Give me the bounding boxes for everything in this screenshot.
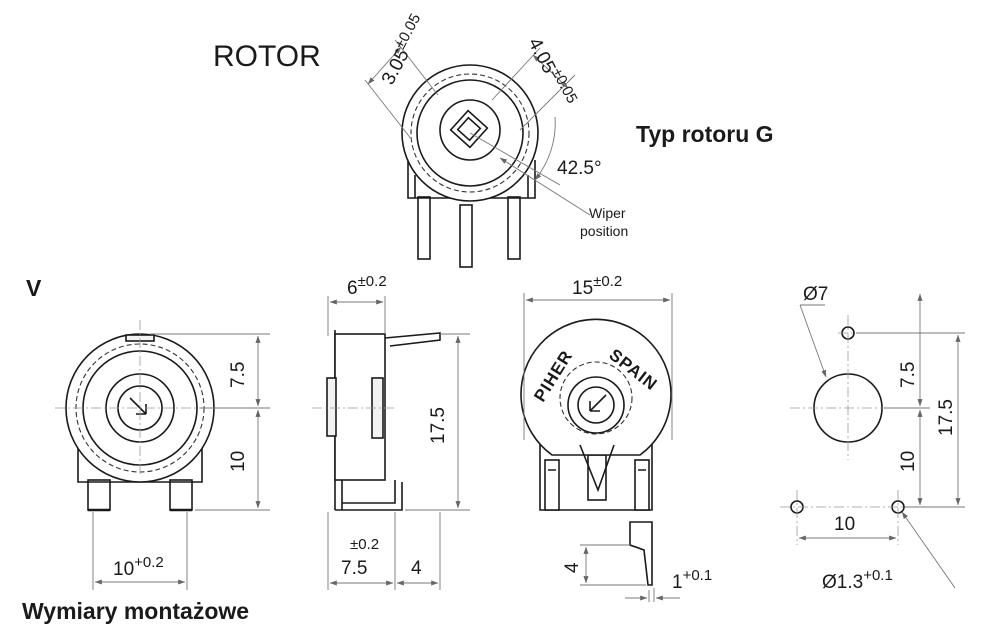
side-view: 6±0.2 17.5 ±0.2 7.5 4 bbox=[312, 273, 470, 590]
front-dim-upper: 7.5 bbox=[228, 362, 249, 388]
rotor-pin-right bbox=[507, 196, 521, 260]
side-dim-bottom-left: 7.5 bbox=[341, 558, 367, 579]
hole-dim-upper: 7.5 bbox=[898, 362, 919, 388]
front-pin-left bbox=[87, 479, 111, 511]
brand-dim-pin-width: 1+0.1 bbox=[672, 567, 712, 593]
rotor-pin-left bbox=[417, 196, 431, 260]
hole-pattern-view: Ø7 7.5 10 17.5 10 Ø1.3+0.1 bbox=[780, 284, 965, 593]
hole-dim-diameter: Ø7 bbox=[803, 284, 828, 305]
brand-view: PIHER SPAIN 15±0.2 4 1+0.1 bbox=[520, 273, 712, 602]
front-dim-pitch: 10+0.2 bbox=[113, 554, 164, 580]
brand-pin-detail bbox=[629, 521, 653, 586]
rotor-hub bbox=[439, 99, 501, 161]
rotor-pin-middle bbox=[459, 204, 473, 268]
side-dim-height: 17.5 bbox=[428, 407, 449, 444]
rotor-type-label: Typ rotoru G bbox=[636, 121, 774, 147]
hole-dim-total: 17.5 bbox=[936, 399, 957, 436]
hole-dim-hole-size: Ø1.3+0.1 bbox=[822, 567, 893, 593]
rotor-title: ROTOR bbox=[213, 40, 321, 73]
rotor-detail-view: 3.05±0.05 4.05±0.05 42.5° Wiper position bbox=[364, 11, 628, 268]
hole-dim-lower: 10 bbox=[898, 451, 919, 472]
side-dim-bottom-right: 4 bbox=[411, 558, 422, 579]
brand-hub bbox=[567, 376, 625, 434]
rotor-angle: 42.5° bbox=[557, 158, 602, 179]
brand-dim-width: 15±0.2 bbox=[572, 273, 622, 299]
brand-dim-pin-height: 4 bbox=[562, 562, 583, 573]
front-dim-lower: 10 bbox=[228, 451, 249, 472]
brand-arrow-icon bbox=[589, 394, 607, 412]
side-dim-tolerance: ±0.2 bbox=[350, 536, 379, 553]
brand-base bbox=[539, 440, 653, 511]
wiper-label-line2: position bbox=[580, 223, 628, 239]
front-arrow-icon bbox=[129, 397, 147, 415]
rotor-dim-a: 3.05±0.05 bbox=[374, 11, 431, 88]
front-pin-right bbox=[169, 479, 193, 511]
front-view: 7.5 10 10+0.2 bbox=[55, 320, 270, 590]
side-dim-width: 6±0.2 bbox=[347, 273, 387, 299]
wiper-label-line1: Wiper bbox=[589, 205, 626, 221]
variant-label: V bbox=[26, 275, 42, 301]
hole-dim-pitch: 10 bbox=[834, 514, 855, 535]
mounting-label: Wymiary montażowe bbox=[22, 598, 249, 624]
